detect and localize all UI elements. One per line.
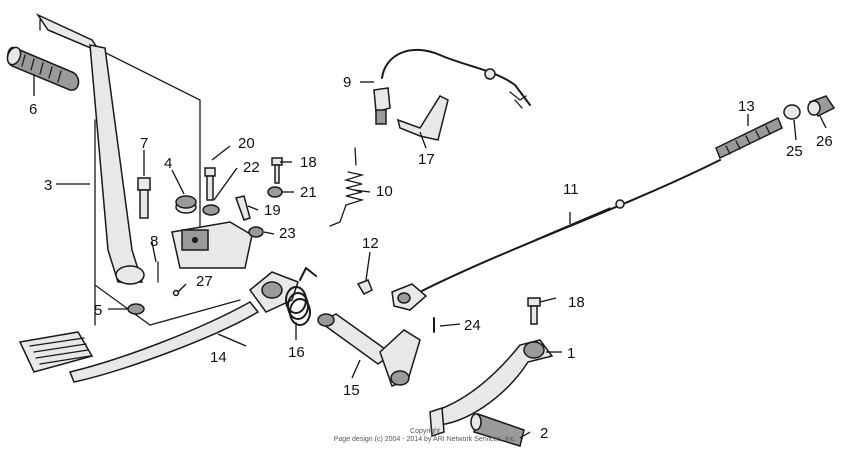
part-number-21: 21 xyxy=(300,184,317,201)
part-number-9: 9 xyxy=(343,74,351,91)
part-number-5: 5 xyxy=(94,302,102,319)
part-number-4: 4 xyxy=(164,155,172,172)
shift-lever xyxy=(429,297,554,447)
part-number-13: 13 xyxy=(738,98,755,115)
pedal-bracket xyxy=(171,221,253,269)
part-number-1: 1 xyxy=(567,345,575,362)
leader-lines xyxy=(33,74,827,439)
copyright-notice: Copyright Page design (c) 2004 - 2014 by… xyxy=(0,428,850,444)
part-number-24: 24 xyxy=(464,317,481,334)
part-number-20: 20 xyxy=(238,135,255,152)
part-number-6: 6 xyxy=(29,101,37,118)
part-number-19: 19 xyxy=(264,202,281,219)
part-number-15: 15 xyxy=(343,382,360,399)
part-number-14: 14 xyxy=(210,349,227,366)
brake-rod xyxy=(391,159,721,311)
part-number-17: 17 xyxy=(418,151,435,168)
part-number-18b: 18 xyxy=(568,294,585,311)
part-number-2: 2 xyxy=(540,425,548,442)
bolt-20 xyxy=(202,167,220,216)
brake-arm-shaft xyxy=(317,313,421,387)
part-number-22: 22 xyxy=(243,159,260,176)
brake-pedal xyxy=(18,271,299,383)
part-number-26: 26 xyxy=(816,133,833,150)
collar xyxy=(175,195,197,214)
part-number-11: 11 xyxy=(563,181,579,198)
pivot-bolt xyxy=(137,177,151,219)
copyright-text: Page design (c) 2004 - 2014 by ARI Netwo… xyxy=(333,436,517,443)
part-number-23: 23 xyxy=(279,225,296,242)
part-number-3: 3 xyxy=(44,177,52,194)
clevis-pin xyxy=(356,279,373,295)
brake-pedal-arm xyxy=(35,13,145,285)
part-number-25: 25 xyxy=(786,143,803,160)
grip-rubber xyxy=(6,46,80,91)
part-labels: 6 3 7 4 8 5 27 20 22 18 21 19 23 14 16 1… xyxy=(29,74,833,442)
part-number-12: 12 xyxy=(362,235,379,252)
return-spring xyxy=(285,267,317,326)
copyright-title: Copyright xyxy=(410,428,440,435)
part-number-10: 10 xyxy=(376,183,393,200)
part-number-27: 27 xyxy=(196,273,213,290)
switch-spring xyxy=(329,147,365,227)
part-number-8: 8 xyxy=(150,233,158,250)
part-number-18a: 18 xyxy=(300,154,317,171)
rod-adjuster xyxy=(715,95,836,160)
part-number-16: 16 xyxy=(288,344,305,361)
switch-bracket xyxy=(396,95,449,141)
stop-switch xyxy=(373,48,531,125)
part-number-7: 7 xyxy=(140,135,148,152)
